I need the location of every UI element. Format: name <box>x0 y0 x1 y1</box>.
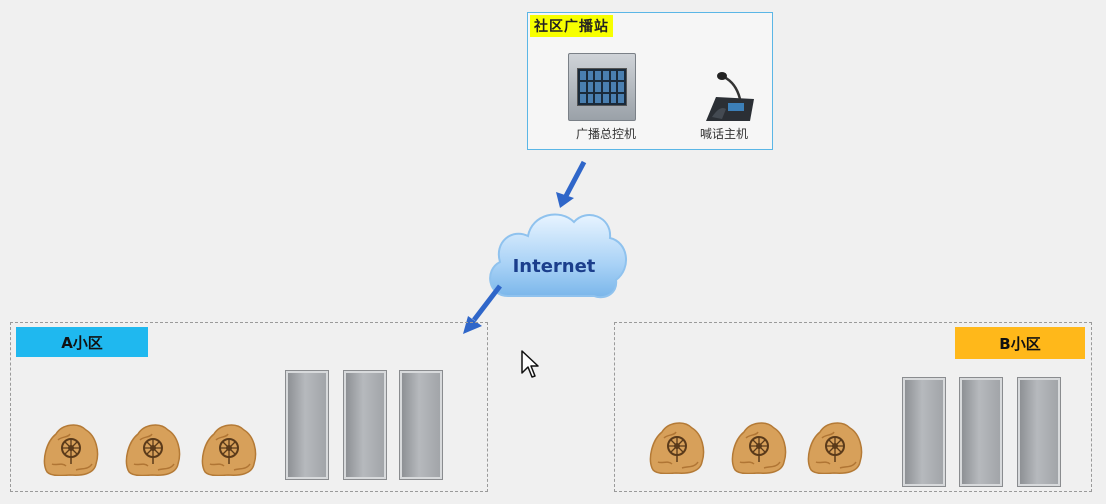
internet-label: Internet <box>512 256 596 277</box>
zone-b-box <box>614 322 1092 492</box>
station-title: 社区广播站 <box>530 15 613 37</box>
internet-cloud-icon <box>489 213 628 299</box>
column-speaker-icon <box>344 371 386 479</box>
column-speaker-icon <box>903 378 945 486</box>
column-speaker-icon <box>286 371 328 479</box>
broadcast-station-box: 社区广播站 广播总控机 喊话主机 <box>527 12 773 150</box>
zone-b-label: B小区 <box>955 327 1085 359</box>
column-speaker-icon <box>400 371 442 479</box>
rock-speaker-icon <box>730 418 788 474</box>
paging-console-icon <box>706 72 754 121</box>
rock-speaker-icon <box>648 418 706 474</box>
rock-speaker-icon <box>42 420 100 476</box>
column-speaker-icon <box>960 378 1002 486</box>
column-speaker-icon <box>1018 378 1060 486</box>
rock-speaker-icon <box>200 420 258 476</box>
paging-console-label: 喊话主机 <box>700 127 749 141</box>
zone-a-box <box>10 322 488 492</box>
broadcast-controller-label: 广播总控机 <box>576 127 637 141</box>
mouse-cursor-icon <box>521 350 539 378</box>
zone-a-label: A小区 <box>16 327 148 357</box>
broadcast-controller-icon <box>568 53 636 121</box>
arrow-station-to-internet <box>556 160 587 208</box>
rock-speaker-icon <box>124 420 182 476</box>
arrow-internet-to-zone-a <box>463 284 502 334</box>
rock-speaker-icon <box>806 418 864 474</box>
